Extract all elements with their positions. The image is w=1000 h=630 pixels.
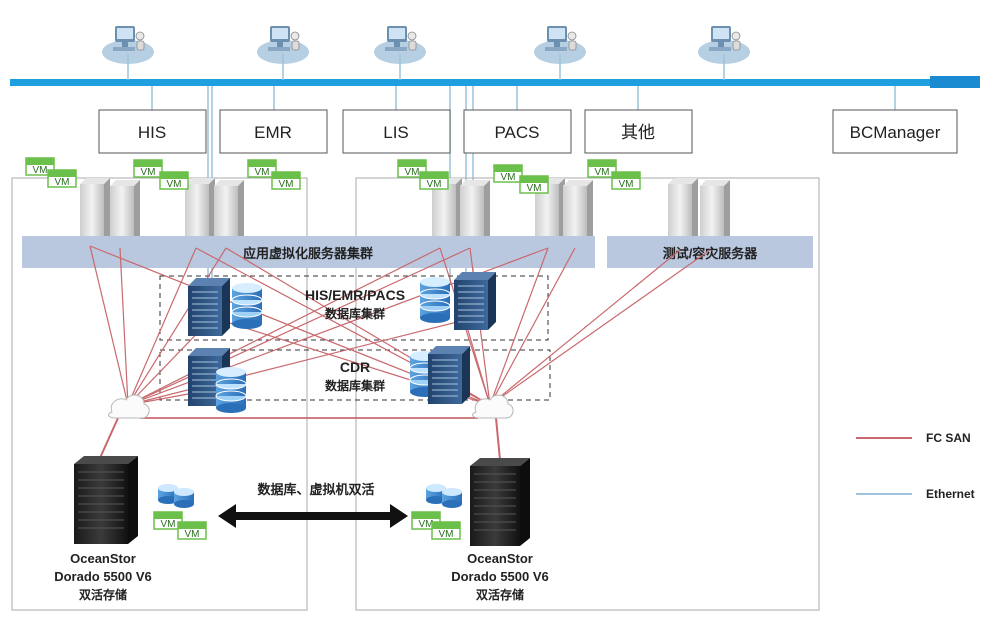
system-pacs-label: PACS	[494, 123, 539, 142]
database-icon	[419, 276, 451, 324]
svg-text:VM: VM	[55, 177, 70, 188]
cluster-band	[607, 236, 813, 268]
app-virtualization-cluster: 应用虚拟化服务器集群	[22, 236, 595, 268]
vm-tag: VM	[177, 521, 207, 540]
vm-tag: VM	[397, 159, 427, 178]
cluster-band	[22, 236, 595, 268]
system-box-his[interactable]: HIS	[98, 109, 207, 154]
system-his-label: HIS	[138, 123, 166, 142]
database-icon	[442, 488, 462, 508]
svg-text:VM: VM	[167, 179, 182, 190]
svg-text:VM: VM	[161, 519, 176, 530]
svg-text:VM: VM	[501, 172, 516, 183]
active-active-link: 数据库、虚拟机双活	[218, 482, 408, 528]
db-cluster-name: HIS/EMR/PACS	[305, 287, 405, 303]
primary-db-region	[159, 275, 549, 341]
test-dr-cluster: 测试/容灾服务器	[607, 236, 813, 268]
svg-text:VM: VM	[427, 179, 442, 190]
system-box-pacs[interactable]: PACS	[463, 109, 572, 154]
cdr-db-label: CDR 数据库集群	[325, 359, 385, 393]
storage-type: 双活存储	[476, 587, 524, 602]
server-tower-icon	[185, 178, 215, 246]
server-tower-icon	[668, 178, 698, 246]
storage-brand: OceanStor	[467, 551, 533, 566]
cluster-label: 应用虚拟化服务器集群	[243, 246, 373, 261]
vm-tag: VM	[519, 175, 549, 194]
active-active-label: 数据库、虚拟机双活	[257, 482, 374, 497]
svg-text:VM: VM	[141, 167, 156, 178]
san-switch-icon	[108, 394, 150, 419]
system-box-bcmanager[interactable]: BCManager	[832, 109, 958, 154]
storage-model: Dorado 5500 V6	[451, 569, 549, 584]
legend-label: Ethernet	[926, 487, 975, 501]
legend-ethernet: Ethernet	[856, 487, 975, 501]
double-arrow-icon	[218, 504, 408, 528]
db-cluster-name: CDR	[340, 359, 370, 375]
vm-tag: VM	[25, 157, 55, 176]
server-rack-icon	[427, 345, 471, 405]
client-computers	[101, 25, 751, 80]
svg-text:VM: VM	[595, 167, 610, 178]
svg-text:VM: VM	[419, 519, 434, 530]
system-box-emr[interactable]: EMR	[219, 109, 328, 154]
svg-text:VM: VM	[255, 167, 270, 178]
vm-tag: VM	[247, 159, 277, 178]
svg-text:VM: VM	[185, 529, 200, 540]
database-icon	[231, 282, 263, 330]
system-bcmanager-label: BCManager	[850, 123, 941, 142]
datacenter-right-frame	[355, 177, 820, 611]
storage-model: Dorado 5500 V6	[54, 569, 152, 584]
vm-tag: VM	[587, 159, 617, 178]
database-icon	[215, 366, 247, 414]
vm-tag: VM	[419, 171, 449, 190]
legend-label: FC SAN	[926, 431, 971, 445]
fc-san-links	[89, 245, 711, 461]
ethernet-bus	[10, 79, 980, 86]
vm-tags: VM VM VM VM VM VM VM VM VM VM VM VM	[25, 157, 641, 194]
svg-text:VM: VM	[439, 529, 454, 540]
primary-db-label: HIS/EMR/PACS 数据库集群	[305, 287, 405, 321]
storage-brand: OceanStor	[70, 551, 136, 566]
cdr-db-region	[159, 349, 551, 401]
vm-tag: VM	[271, 171, 301, 190]
system-box-lis[interactable]: LIS	[342, 109, 451, 154]
database-icon	[174, 488, 194, 508]
legend: FC SAN Ethernet	[856, 431, 975, 501]
vm-tag: VM	[159, 171, 189, 190]
vm-tag: VM	[47, 169, 77, 188]
storage-type: 双活存储	[79, 587, 127, 602]
system-lis-label: LIS	[383, 123, 409, 142]
cluster-label: 测试/容灾服务器	[663, 246, 759, 261]
system-other-label: 其他	[621, 123, 655, 142]
svg-text:VM: VM	[33, 165, 48, 176]
vm-tag: VM	[133, 159, 163, 178]
vm-tag: VM	[431, 521, 461, 540]
server-tower-icon	[80, 178, 110, 246]
server-rack-icon	[187, 277, 231, 337]
system-boxes: HIS EMR LIS PACS 其他 BCManager	[98, 109, 958, 154]
storage-right: OceanStor Dorado 5500 V6 双活存储	[451, 458, 549, 602]
svg-text:VM: VM	[619, 179, 634, 190]
storage-left: OceanStor Dorado 5500 V6 双活存储	[54, 456, 152, 602]
svg-text:VM: VM	[279, 179, 294, 190]
vm-tag: VM	[153, 511, 183, 530]
vm-tag: VM	[611, 171, 641, 190]
legend-fc-san: FC SAN	[856, 431, 971, 445]
storage-array-icon	[470, 458, 530, 546]
server-rack-icon	[453, 271, 497, 331]
system-box-other[interactable]: 其他	[584, 109, 693, 154]
svg-text:VM: VM	[527, 183, 542, 194]
vm-tag: VM	[493, 164, 523, 183]
vm-tag: VM	[411, 511, 441, 530]
db-cluster-sub: 数据库集群	[325, 306, 385, 321]
storage-array-icon	[74, 456, 138, 544]
ethernet-bus-end	[930, 76, 980, 88]
svg-text:VM: VM	[405, 167, 420, 178]
db-cluster-sub: 数据库集群	[325, 378, 385, 393]
system-emr-label: EMR	[254, 123, 292, 142]
